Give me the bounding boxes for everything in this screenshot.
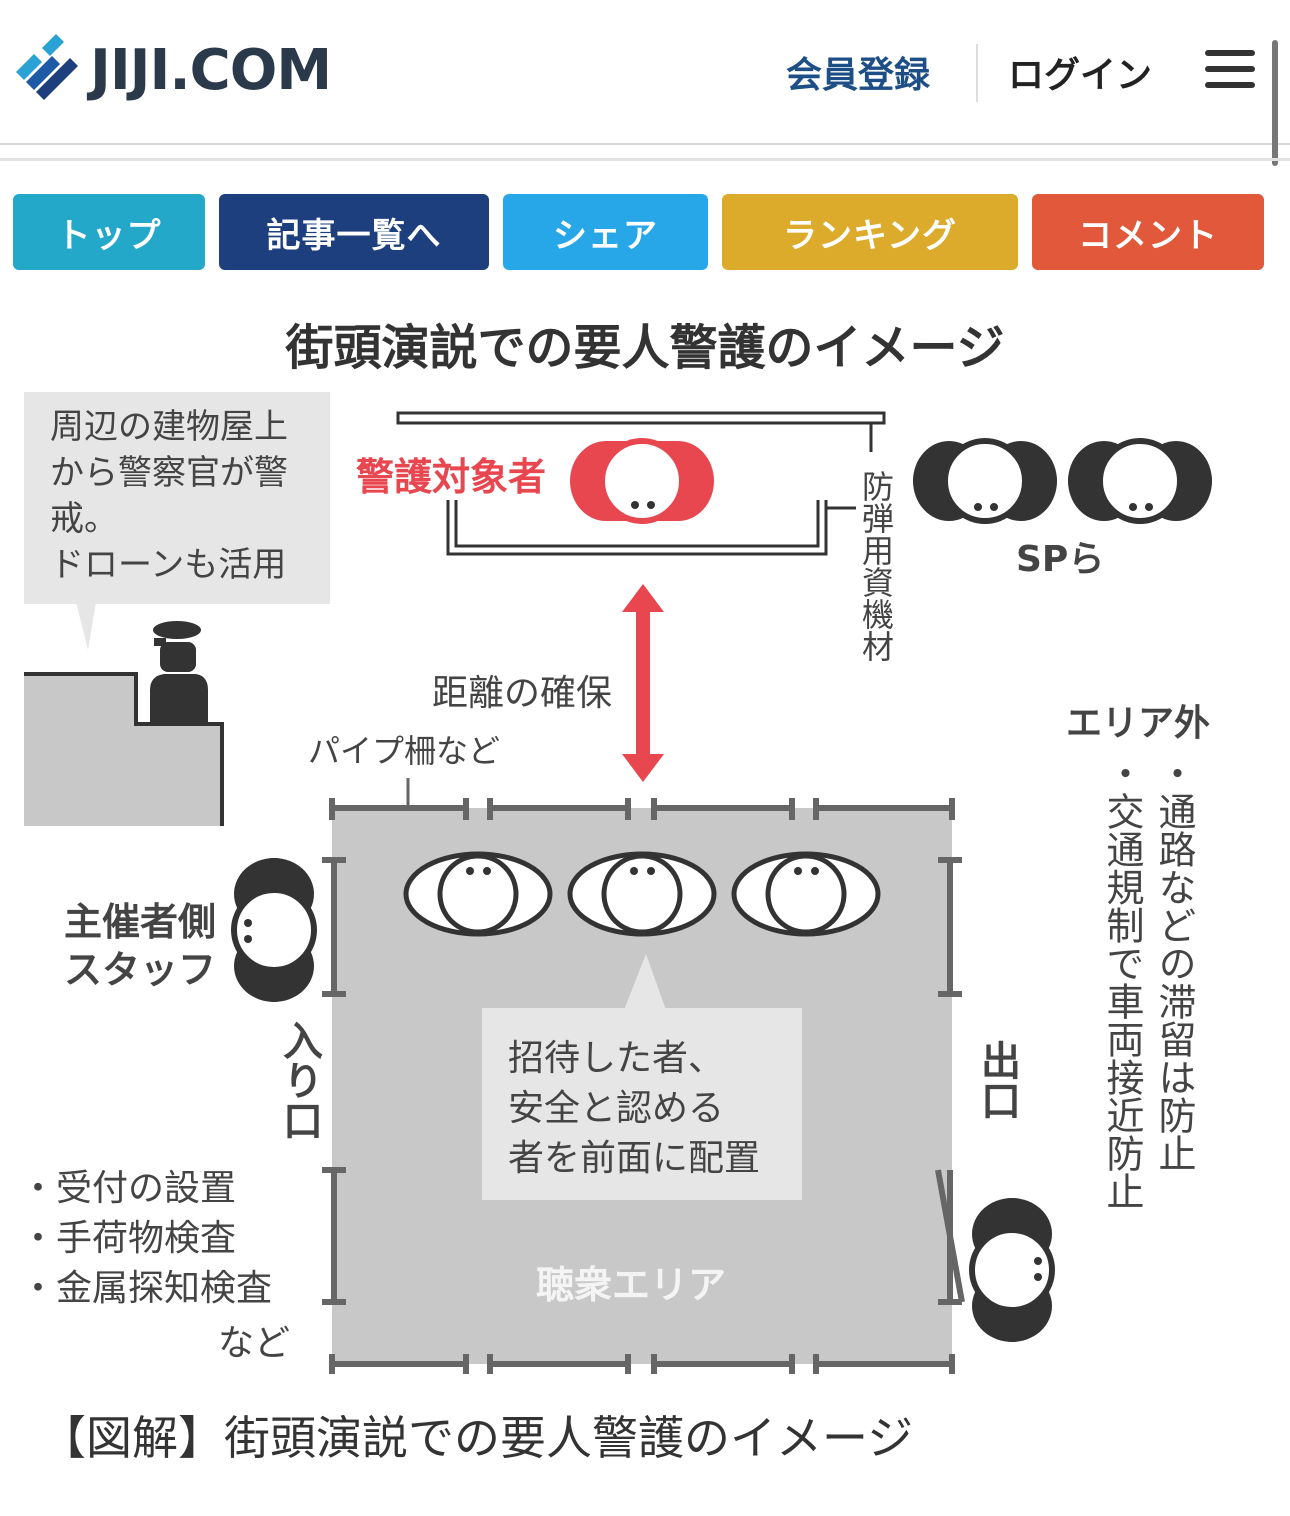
- scrollbar[interactable]: [1272, 40, 1278, 166]
- rooftop-note-line: 戒。: [50, 499, 118, 539]
- front-note-line: 者を前面に配置: [508, 1138, 761, 1179]
- outside-note-line: ・交通規制で車両接近防止: [1100, 754, 1144, 1210]
- sp-person-icon: [913, 441, 1057, 521]
- check-item: ・手荷物検査: [20, 1218, 237, 1259]
- nav-article-list-button[interactable]: 記事一覧へ: [219, 194, 489, 270]
- front-note: 招待した者、 安全と認める 者を前面に配置: [508, 1034, 760, 1184]
- distance-label: 距離の確保: [432, 673, 613, 714]
- security-diagram: [24, 392, 1290, 1374]
- audience-area-label: 聴衆エリア: [536, 1263, 727, 1307]
- nav-comment-button[interactable]: コメント: [1032, 194, 1264, 270]
- header-separator: [0, 158, 1290, 161]
- pipe-fence: [322, 798, 965, 1374]
- pipe-fence-label: パイプ柵など: [308, 732, 501, 770]
- police-officer-icon: [150, 621, 208, 724]
- protectee-icon: [570, 438, 714, 524]
- outside-note-line: ・通路などの滞留は防止: [1152, 754, 1196, 1172]
- exit-label: 出口: [974, 1040, 1020, 1120]
- checks-etc: など: [218, 1323, 291, 1364]
- organizer-staff-label: 主催者側 スタッフ: [64, 898, 216, 994]
- front-note-line: 安全と認める: [508, 1088, 725, 1129]
- building-with-police: [24, 621, 224, 826]
- rooftop-note-line: から警察官が警: [50, 453, 288, 493]
- front-row-person-icon: [570, 854, 714, 934]
- check-item: ・受付の設置: [20, 1168, 237, 1209]
- rooftop-note-line: 周辺の建物屋上: [50, 407, 288, 447]
- login-link[interactable]: ログイン: [1008, 55, 1153, 96]
- rooftop-note-line: ドローンも活用: [50, 545, 287, 585]
- checks-list: ・受付の設置 ・手荷物検査 ・金属探知検査: [20, 1164, 272, 1314]
- check-item: ・金属探知検査: [20, 1268, 273, 1309]
- entrance-label: 入り口: [276, 1020, 322, 1140]
- nav-top-button[interactable]: トップ: [13, 194, 205, 270]
- organizer-staff-label-line: スタッフ: [64, 948, 217, 992]
- diagram-title: 街頭演説での要人警護のイメージ: [285, 320, 1005, 376]
- hamburger-menu-icon[interactable]: [1205, 50, 1255, 92]
- rooftop-note: 周辺の建物屋上 から警察官が警 戒。 ドローンも活用: [50, 404, 330, 588]
- outside-area-label: エリア外: [1066, 703, 1211, 744]
- bulletproof-barrier: [396, 411, 886, 556]
- front-note-line: 招待した者、: [508, 1038, 725, 1079]
- front-row-person-icon: [734, 854, 878, 934]
- nav-ranking-button[interactable]: ランキング: [722, 194, 1018, 270]
- bulletproof-label: 防弾用資機材: [857, 470, 895, 662]
- nav-share-button[interactable]: シェア: [503, 194, 708, 270]
- logo-text: JIJI.COM: [90, 37, 332, 103]
- sp-label: SPら: [1016, 539, 1105, 580]
- site-header: JIJI.COM 会員登録 ログイン: [0, 0, 1290, 145]
- rooftop-note-bubble: [24, 392, 330, 650]
- sp-person-icon: [1068, 441, 1212, 521]
- site-logo[interactable]: JIJI.COM: [12, 34, 332, 106]
- organizer-staff-label-line: 主催者側: [64, 900, 217, 944]
- jiji-logo-icon: [16, 34, 78, 100]
- exit-staff-icon: [972, 1198, 1052, 1342]
- protectee-label: 警護対象者: [356, 455, 547, 499]
- header-divider: [976, 44, 978, 102]
- organizer-staff-icon: [234, 858, 314, 1002]
- outside-notes: ・通路などの滞留は防止 ・交通規制で車両接近防止: [1096, 754, 1200, 1234]
- distance-arrow-icon: [622, 584, 664, 782]
- front-row-person-icon: [406, 854, 550, 934]
- front-note-bubble: [482, 954, 802, 1200]
- figure-caption: 【図解】街頭演説での要人警護のイメージ: [40, 1411, 914, 1465]
- register-link[interactable]: 会員登録: [786, 55, 931, 96]
